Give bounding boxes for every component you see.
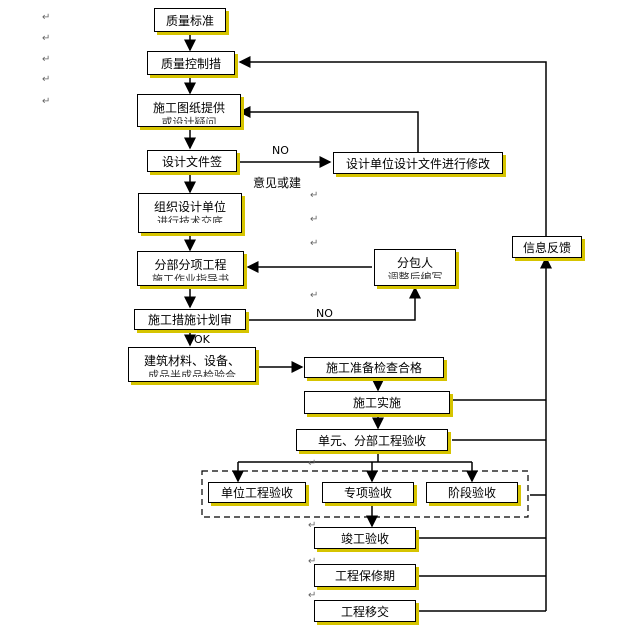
box-unit-acceptance: 单元、分部工程验收 [296,429,448,451]
box-construction-impl: 施工实施 [304,391,450,414]
box-design-modify: 设计单位设计文件进行修改 [333,152,503,174]
box-prep-check: 施工准备检查合格 [304,357,444,378]
return-mark: ↵ [308,520,317,531]
return-mark: ↵ [308,556,317,567]
warranty-text: 工程保修期 [334,569,395,583]
special-acceptance-text: 专项验收 [343,486,392,500]
return-mark: ↵ [42,33,51,44]
box-stage-acceptance: 阶段验收 [426,482,518,503]
box-handover: 工程移交 [314,600,416,622]
box-warranty: 工程保修期 [314,564,416,587]
return-mark: ↵ [308,590,317,601]
unit-eng-acceptance-text: 单位工程验收 [220,486,293,500]
ok-label: OK [194,333,210,346]
box-subdivision: 分部分项工程 施工作业指导书 [137,251,244,286]
box-design-doc: 设计文件签 [147,150,237,172]
no-label-design: NO [272,144,289,157]
feedback-text: 信息反馈 [522,240,571,255]
opinion-label: 意见或建 [253,176,302,190]
return-mark: ↵ [308,458,317,469]
handover-text: 工程移交 [340,604,389,619]
box-quality-control: 质量控制措 [147,51,235,75]
box-materials: 建筑材料、设备、 成品半成品检验合 [128,347,256,382]
box-subcontractor: 分包人 调整后编写 [374,249,456,286]
box-drawings: 施工图纸提供 或设计疑问 [137,94,241,127]
quality-standard-text: 质量标准 [165,13,214,28]
design-modify-text: 设计单位设计文件进行修改 [345,156,490,171]
drawings-line2: 或设计疑问 [161,116,217,124]
box-construction-plan: 施工措施计划审 [134,309,246,330]
construction-impl-text: 施工实施 [352,396,401,410]
subcontractor-line1: 分包人 [396,256,433,270]
design-doc-text: 设计文件签 [161,154,222,169]
org-design-line2: 进行技术交底 [157,215,223,223]
materials-line1: 建筑材料、设备、 [143,354,240,368]
return-mark: ↵ [310,290,319,301]
box-completion-acceptance: 竣工验收 [314,527,416,549]
subdivision-line2: 施工作业指导书 [152,273,229,281]
box-special-acceptance: 专项验收 [322,482,414,503]
return-mark: ↵ [42,54,51,65]
org-design-line1: 组织设计单位 [153,200,226,214]
drawings-line1: 施工图纸提供 [152,101,225,115]
materials-line2: 成品半成品检验合 [148,369,236,377]
subcontractor-line2: 调整后编写 [387,271,443,279]
box-quality-standard: 质量标准 [154,8,226,32]
return-mark: ↵ [42,96,51,107]
construction-plan-text: 施工措施计划审 [147,313,232,327]
unit-acceptance-text: 单元、分部工程验收 [317,433,426,448]
return-mark: ↵ [42,74,51,85]
completion-acceptance-text: 竣工验收 [340,531,389,546]
return-mark: ↵ [42,12,51,23]
box-feedback: 信息反馈 [512,236,582,258]
return-mark: ↵ [310,190,319,201]
return-mark: ↵ [310,238,319,249]
quality-control-text: 质量控制措 [160,56,221,71]
prep-check-text: 施工准备检查合格 [325,361,422,375]
no-label-plan: NO [316,307,333,320]
box-org-design: 组织设计单位 进行技术交底 [138,193,242,233]
return-mark: ↵ [310,214,319,225]
stage-acceptance-text: 阶段验收 [447,486,496,500]
subdivision-line1: 分部分项工程 [154,258,227,272]
box-unit-eng-acceptance: 单位工程验收 [208,482,306,503]
